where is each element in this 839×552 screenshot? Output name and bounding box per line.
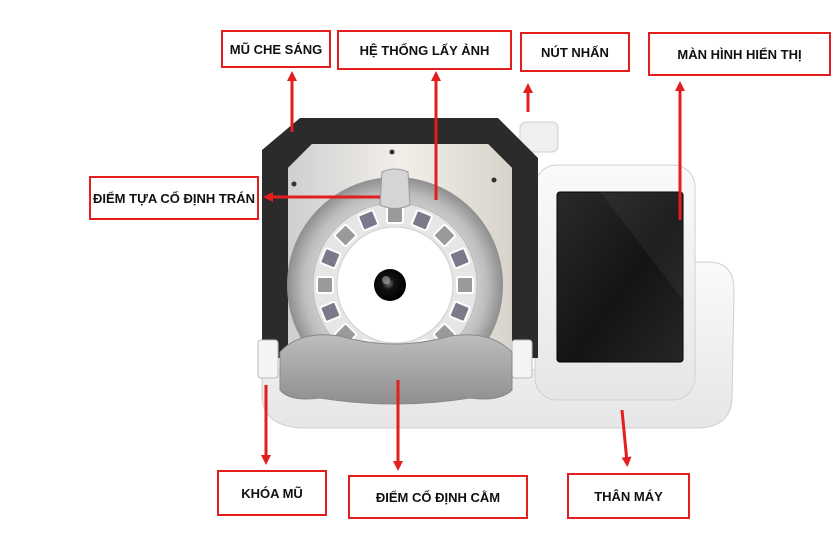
led-segment — [334, 224, 357, 247]
label-diem-co-dinh-cam: ĐIỂM CỐ ĐỊNH CẰM — [348, 475, 528, 519]
camera-lens — [374, 269, 406, 301]
arrow-than-may — [620, 409, 632, 467]
led-segment — [433, 224, 456, 247]
led-segment — [316, 276, 334, 294]
led-segment — [319, 300, 342, 323]
label-nut-nhan: NÚT NHẤN — [520, 32, 630, 72]
led-segment — [319, 247, 342, 270]
chin-rest-part — [279, 334, 513, 405]
led-segment — [357, 209, 380, 232]
led-segment — [386, 206, 404, 224]
label-he-thong-lay-anh: HỆ THỐNG LẤY ẢNH — [337, 30, 512, 70]
forehead-rest-part — [379, 168, 411, 209]
led-segment — [448, 247, 471, 270]
led-segment — [448, 300, 471, 323]
led-segment — [410, 209, 433, 232]
callout-arrows — [261, 71, 685, 471]
label-diem-tua-co-dinh-tran: ĐIỂM TỰA CỐ ĐỊNH TRÁN — [89, 176, 259, 220]
label-mu-che-sang: MŨ CHE SÁNG — [221, 30, 331, 68]
latch-left — [257, 339, 279, 379]
led-segment — [456, 276, 474, 294]
light-shield-hood — [262, 118, 538, 358]
label-man-hinh-hien-thi: MÀN HÌNH HIỂN THỊ — [648, 32, 831, 76]
label-than-may: THÂN MÁY — [567, 473, 690, 519]
display-screen — [556, 191, 684, 363]
top-button — [519, 121, 559, 153]
label-khoa-mu: KHÓA MŨ — [217, 470, 327, 516]
latch-right — [511, 339, 533, 379]
